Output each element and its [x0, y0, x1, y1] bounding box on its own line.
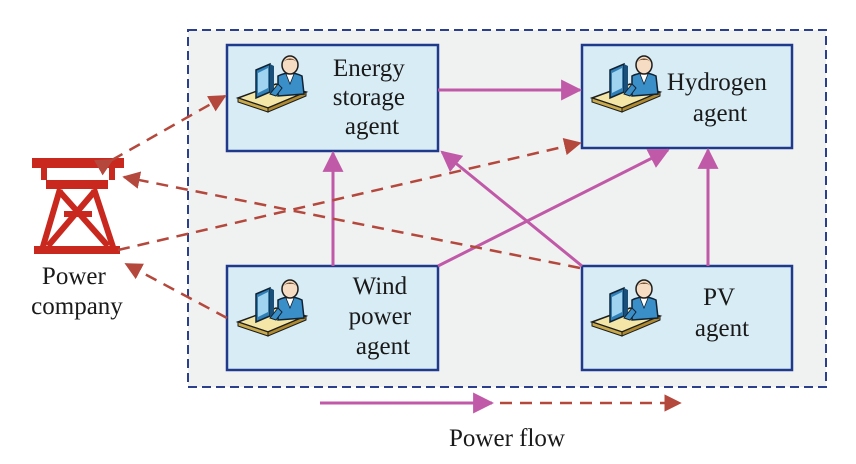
- energy-storage-label-line2: storage: [333, 84, 405, 111]
- svg-text:Hydrogen agent: Hydrogen agent: [667, 69, 773, 127]
- pv-label-line1: PV: [703, 284, 735, 311]
- transmission-tower-icon: [32, 158, 124, 254]
- power-company-label-line1: Power: [42, 263, 107, 290]
- wind-power-agent-node: Wind power agent: [225, 264, 440, 372]
- svg-text:Energy storage age: Energy storage agent: [333, 55, 411, 140]
- wind-label-line1: Wind: [353, 273, 408, 300]
- energy-storage-agent-node: Energy storage agent: [225, 43, 440, 153]
- legend: Power flow: [320, 392, 682, 452]
- svg-text:PV agent: PV agent: [695, 284, 749, 342]
- pv-label-line2: agent: [695, 315, 749, 342]
- wind-label-line3: agent: [356, 333, 410, 360]
- wind-label-line2: power: [349, 303, 412, 330]
- hydrogen-label-line2: agent: [693, 100, 747, 127]
- energy-storage-label-line3: agent: [345, 113, 399, 140]
- flow-pv-to-storage: [440, 150, 583, 268]
- hydrogen-label-line1: Hydrogen: [667, 69, 767, 96]
- svg-text:Wind power agent: Wind power agent: [349, 273, 418, 360]
- legend-label: Power flow: [449, 425, 565, 452]
- pv-agent-node: PV agent: [580, 264, 794, 372]
- svg-text:Power company: Power company: [31, 263, 123, 320]
- hydrogen-agent-node: Hydrogen agent: [580, 43, 794, 150]
- energy-storage-label-line1: Energy: [333, 55, 405, 82]
- power-company-label-line2: company: [31, 293, 123, 320]
- flow-company-storage-bidirectional: [93, 94, 227, 176]
- flow-pv-to-company: [122, 171, 581, 270]
